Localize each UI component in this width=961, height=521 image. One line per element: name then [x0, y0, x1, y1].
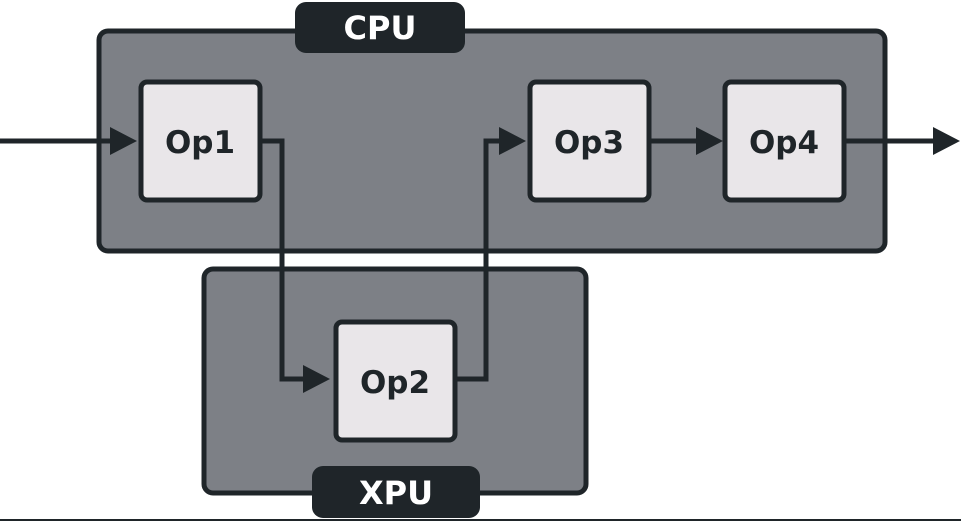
op3-to-op4-arrowhead	[696, 127, 723, 155]
cpu-label: CPU	[344, 9, 417, 47]
op2-to-op3-arrowhead	[499, 127, 526, 155]
op1-box	[138, 79, 263, 203]
op4-node: Op4	[722, 79, 847, 203]
op3-label: Op3	[554, 125, 624, 161]
op4-box	[722, 79, 847, 203]
op1-label: Op1	[165, 125, 235, 161]
op2-box	[333, 319, 458, 443]
op3-box	[527, 79, 652, 203]
xpu-label: XPU	[359, 474, 433, 512]
op2-to-op3-connector	[457, 138, 501, 382]
op1-to-op2-connector	[262, 138, 305, 382]
xpu-tab-shape	[312, 466, 480, 518]
output-arrowhead	[933, 127, 960, 155]
flow-connectors	[0, 127, 960, 393]
op4-label: Op4	[749, 125, 819, 161]
op2-node: Op2	[333, 319, 458, 443]
op2-label: Op2	[360, 365, 430, 401]
xpu-tab: XPU	[312, 466, 480, 518]
op1-to-op2-arrowhead	[303, 365, 330, 393]
cpu-tab-shape	[295, 2, 465, 53]
input-arrowhead	[110, 127, 137, 155]
op3-node: Op3	[527, 79, 652, 203]
op1-node: Op1	[138, 79, 263, 203]
cpu-tab: CPU	[295, 2, 465, 53]
